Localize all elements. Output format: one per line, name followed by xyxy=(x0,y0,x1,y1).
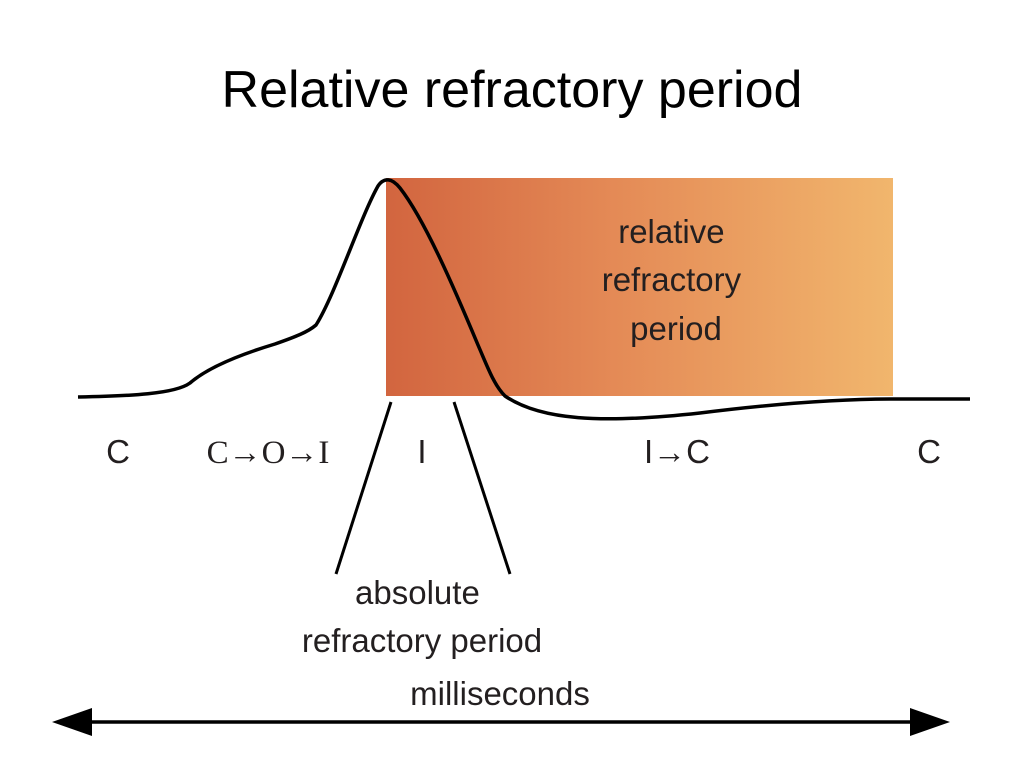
absolute-bracket-right-line xyxy=(452,401,512,575)
absolute-label-line-2: refractory period xyxy=(302,622,542,659)
action-potential-curve xyxy=(77,178,970,421)
state-label-i: I xyxy=(417,433,426,470)
relative-label-line-1: relative xyxy=(618,213,724,250)
absolute-bracket-left-line xyxy=(334,401,393,575)
relative-label: relative refractory period xyxy=(602,213,751,347)
time-axis-arrowhead-left xyxy=(52,708,92,736)
absolute-label: absolute refractory period xyxy=(302,574,542,659)
time-axis-label: milliseconds xyxy=(410,675,590,712)
slide-title: Relative refractory period xyxy=(221,61,803,119)
relative-refractory-region xyxy=(386,178,893,396)
state-label-c-left: C xyxy=(106,433,130,470)
time-axis-arrowhead-right xyxy=(910,708,950,736)
absolute-label-line-1: absolute xyxy=(355,574,480,611)
relative-label-line-3: period xyxy=(630,310,722,347)
relative-label-line-2: refractory xyxy=(602,261,742,298)
state-label-c-o-i: C→O→I xyxy=(207,435,330,471)
state-label-i-c: I→C xyxy=(644,433,710,470)
state-label-c-right: C xyxy=(917,433,941,470)
